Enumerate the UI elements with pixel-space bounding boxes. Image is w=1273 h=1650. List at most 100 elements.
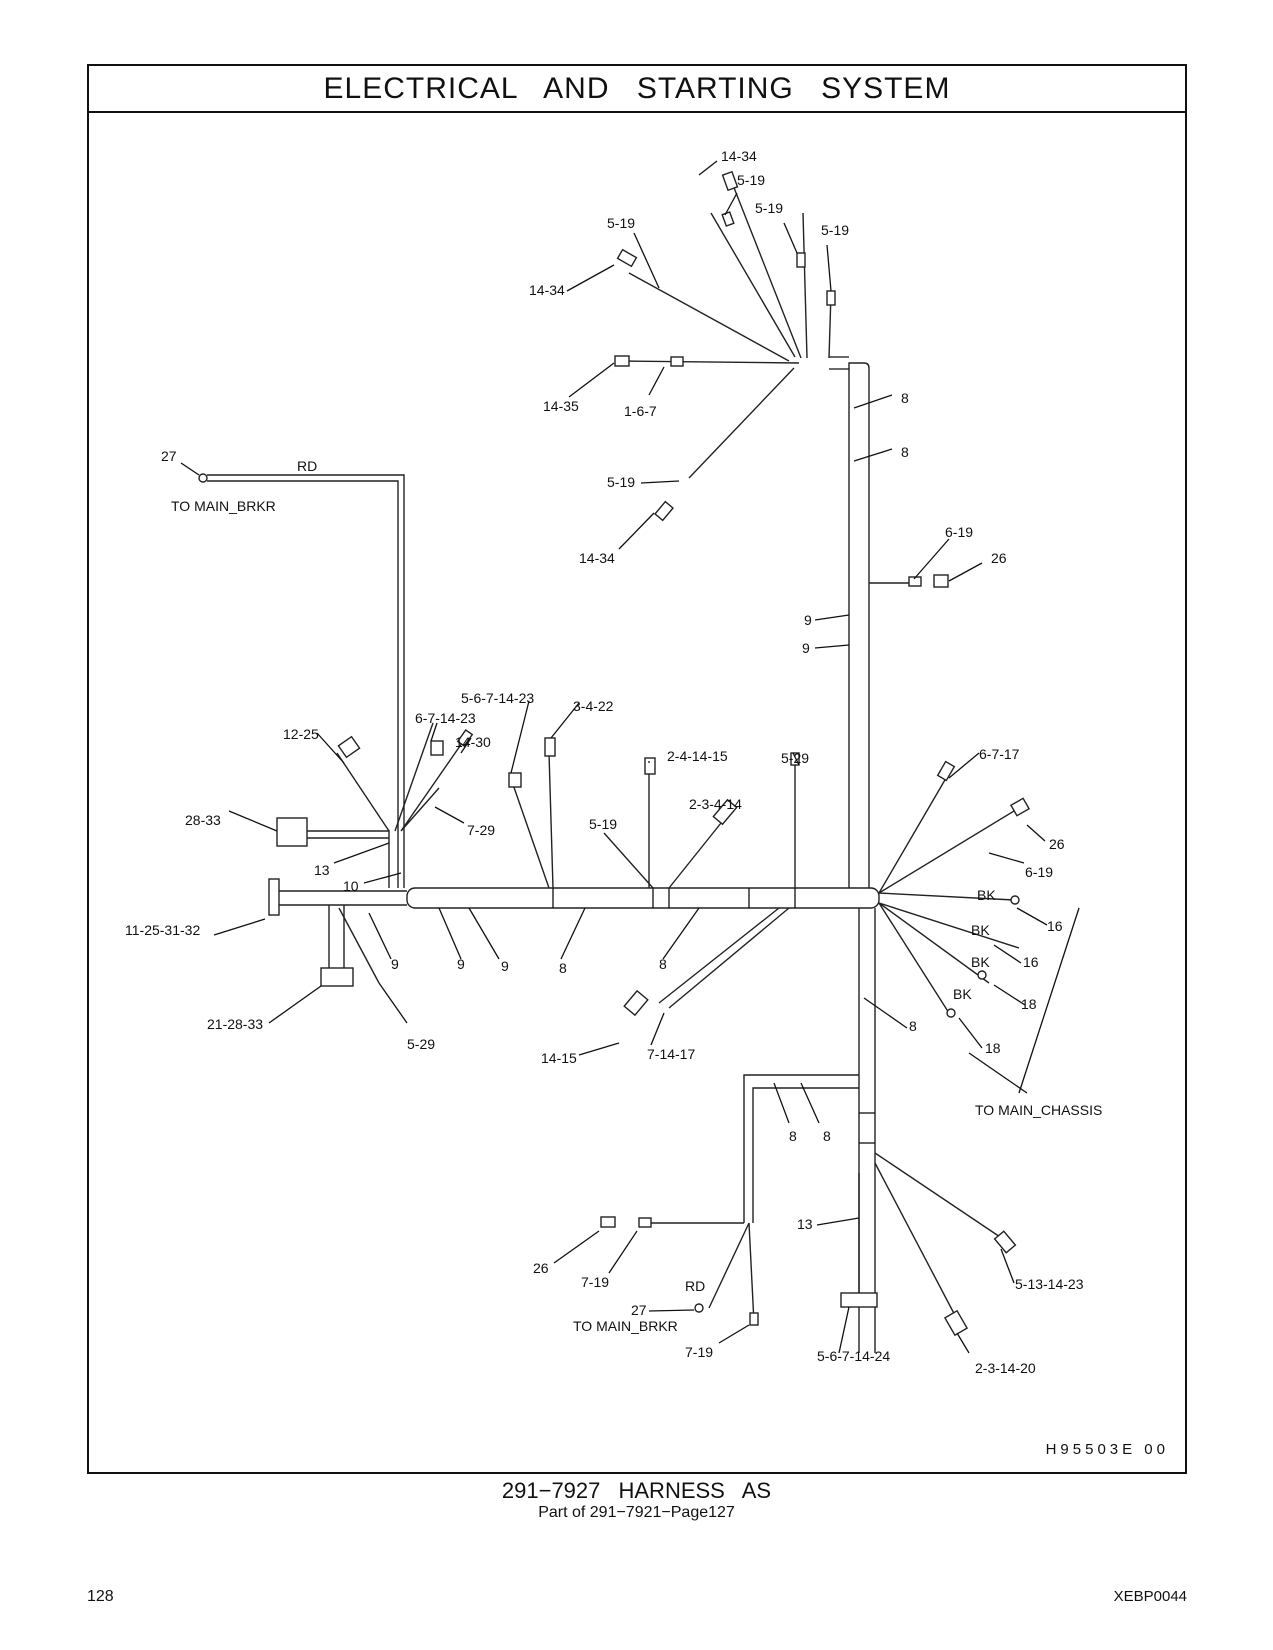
document-code: XEBP0044: [1113, 1588, 1187, 1605]
callout-label: 16: [1047, 918, 1063, 934]
callout-label: 5-6-7-14-23: [461, 690, 534, 706]
caption: 291−7927 HARNESS AS Part of 291−7921−Pag…: [0, 1478, 1273, 1522]
connector: [840, 1292, 878, 1308]
callout-label: 13: [797, 1216, 813, 1232]
callout-label: 8: [901, 444, 909, 460]
connector: [508, 772, 522, 788]
callout-label: 8: [789, 1128, 797, 1144]
connector: [544, 737, 556, 757]
wire-color-label: RD: [685, 1278, 705, 1294]
callout-label: 8: [823, 1128, 831, 1144]
callout-label: 7-19: [581, 1274, 609, 1290]
diagram-frame: ELECTRICAL AND STARTING SYSTEM: [87, 64, 1187, 1474]
connector: [993, 1230, 1017, 1254]
callout-label: 6-19: [945, 524, 973, 540]
connector: [337, 735, 361, 759]
connector: [654, 500, 674, 522]
callout-label: 14-34: [579, 550, 615, 566]
page-number: 128: [87, 1588, 114, 1605]
callout-label: 5-19: [737, 172, 765, 188]
connector: [712, 798, 738, 826]
callout-label: 9: [802, 640, 810, 656]
right-fanout-wires: [878, 772, 1020, 1014]
callout-label: 11-25-31-32: [125, 922, 200, 938]
callout-label: 5-19: [821, 222, 849, 238]
wire-color-label: BK: [977, 887, 996, 903]
callout-label: 5-19: [607, 215, 635, 231]
callout-label: 14-34: [529, 282, 565, 298]
connector: [320, 967, 354, 987]
connector: [790, 752, 800, 766]
callout-label: TO MAIN_BRKR: [573, 1318, 678, 1334]
connector: [623, 989, 649, 1017]
callout-label: 14-34: [721, 148, 757, 164]
connector: [826, 290, 836, 306]
callout-label: 2-4-14-15: [667, 748, 728, 764]
connector: [614, 355, 630, 367]
callout-label: 9: [457, 956, 465, 972]
callout-label: 10: [343, 878, 359, 894]
connector: [638, 1217, 652, 1228]
part-reference: Part of 291−7921−Page127: [538, 1504, 735, 1521]
callout-label: 5-19: [755, 200, 783, 216]
connector: [943, 1309, 969, 1337]
callout-label: TO MAIN_CHASSIS: [975, 1102, 1102, 1118]
ring-terminal: [977, 970, 987, 980]
connector: [456, 728, 474, 748]
connector: [268, 878, 280, 916]
callout-label: 5-29: [781, 750, 809, 766]
callout-label: 1-6-7: [624, 403, 657, 419]
callout-label: 7-14-17: [647, 1046, 695, 1062]
callout-label: 12-25: [283, 726, 319, 742]
part-caption: 291−7927 HARNESS AS: [501, 1478, 772, 1503]
callout-label: 8: [559, 960, 567, 976]
connector: [670, 356, 684, 367]
callout-label: 6-19: [1025, 864, 1053, 880]
callout-label: 26: [1049, 836, 1065, 852]
bottom-vertical-trunk: [858, 908, 876, 1353]
callout-label: 5-29: [407, 1036, 435, 1052]
callout-label: 9: [391, 956, 399, 972]
callout-label: 27: [631, 1302, 647, 1318]
harness-wires: [207, 174, 1020, 1353]
callout-label: 5-19: [589, 816, 617, 832]
callout-label: 14-35: [543, 398, 579, 414]
connector: [721, 170, 739, 192]
callout-label: 21-28-33: [207, 1016, 263, 1032]
callout-labels: 14-34 5-19 5-19 5-19 5-19 14-34 14-35 1-…: [125, 148, 1102, 1376]
callout-label: 5-6-7-14-24: [817, 1348, 890, 1364]
connector: [749, 1312, 759, 1326]
callout-label: 8: [659, 956, 667, 972]
callout-label: 14-30: [455, 734, 491, 750]
wire-color-label: BK: [971, 954, 990, 970]
callout-label: 27: [161, 448, 177, 464]
callout-label: 5-19: [607, 474, 635, 490]
callout-label: 18: [1021, 996, 1037, 1012]
ring-terminal: [1010, 895, 1020, 905]
connector: [936, 760, 956, 782]
connector: [430, 740, 444, 756]
callout-label: 26: [991, 550, 1007, 566]
lower-left-wire: [338, 907, 380, 984]
callout-leader-lines: [180, 160, 1080, 1354]
trunk-drop-wires: [508, 752, 796, 889]
ring-terminal: [946, 1008, 956, 1018]
left-branch: [269, 890, 407, 983]
callout-label: 28-33: [185, 812, 221, 828]
connector: [616, 248, 638, 268]
top-fanout-wires: [618, 174, 832, 479]
connector: [933, 574, 949, 588]
callout-label: TO MAIN_BRKR: [171, 498, 276, 514]
callout-label: 18: [985, 1040, 1001, 1056]
main-trunk: [406, 887, 880, 909]
lower-trunk-branch: [658, 907, 790, 1009]
bottom-left-fanout-wires: [649, 1222, 755, 1324]
wire-color-label: BK: [971, 922, 990, 938]
callout-label: 9: [804, 612, 812, 628]
wire-color-label: RD: [297, 458, 317, 474]
connector: [721, 211, 735, 227]
callout-label: 6-7-14-23: [415, 710, 476, 726]
callout-label: 2-3-14-20: [975, 1360, 1036, 1376]
bottom-left-branch: [743, 1074, 859, 1223]
callout-label: 3-4-22: [573, 698, 614, 714]
